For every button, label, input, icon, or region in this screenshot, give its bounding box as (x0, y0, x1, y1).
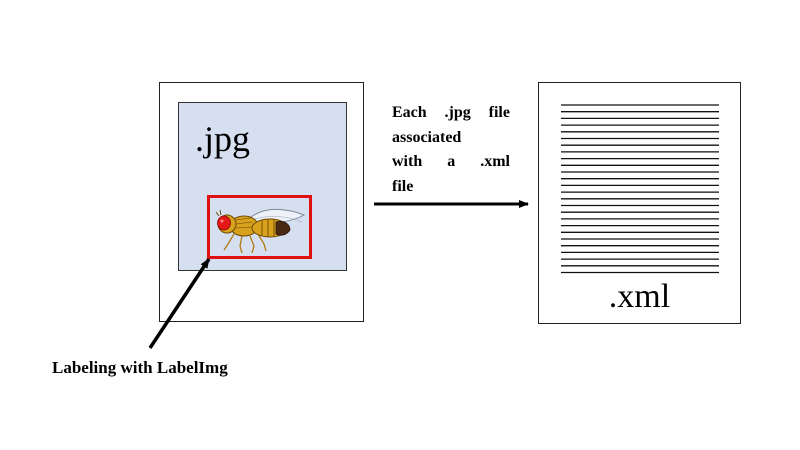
labeling-caption: Labeling with LabelImg (52, 358, 228, 377)
xml-text-lines (561, 104, 719, 274)
caption-word: a (447, 153, 456, 170)
fruit-fly-icon (215, 208, 306, 254)
jpg-image-area: .jpg (178, 102, 347, 271)
caption-word: .xml (480, 153, 510, 170)
caption-line: with a .xml (392, 150, 510, 175)
jpg-label: .jpg (195, 119, 251, 159)
caption-word: .jpg (444, 104, 471, 121)
labeling-arrow (148, 258, 211, 349)
bounding-box (207, 195, 312, 259)
caption-word: associated (392, 128, 462, 146)
caption-line: associated (392, 126, 510, 151)
caption-word: file (488, 104, 510, 121)
caption-line: file (392, 175, 510, 200)
caption-word: Each (392, 104, 427, 121)
xml-label: .xml (608, 278, 671, 315)
association-caption: Each .jpg file associated with a .xml fi… (392, 101, 510, 199)
caption-line: Each .jpg file (392, 101, 510, 126)
jpg-document: .jpg (159, 82, 364, 322)
xml-document: .xml (538, 82, 741, 324)
caption-word: with (392, 153, 423, 170)
caption-word: file (392, 177, 414, 195)
